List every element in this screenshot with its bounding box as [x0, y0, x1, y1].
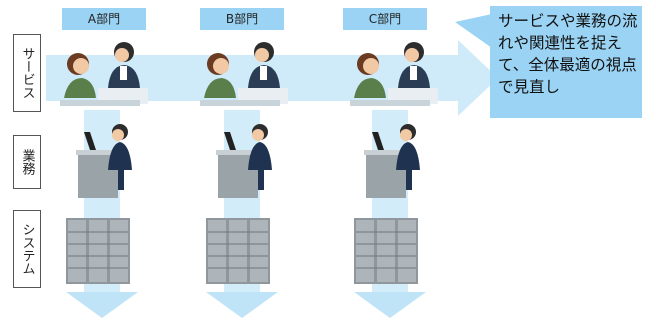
office-worker-c — [364, 124, 420, 198]
office-worker-b — [216, 124, 272, 198]
service-scene-c — [350, 42, 438, 106]
column-arrow-c — [354, 110, 426, 318]
department-label-c: C部門 — [343, 8, 427, 30]
callout-text: サービスや業務の流れや関連性を捉えて、全体最適の視点で見直し — [498, 12, 638, 96]
department-label-a: A部門 — [62, 8, 146, 30]
server-rack-a — [66, 218, 130, 284]
department-label-b: B部門 — [200, 8, 284, 30]
callout-box — [490, 6, 642, 118]
server-rack-b — [206, 218, 270, 284]
server-rack-c — [354, 218, 418, 284]
column-arrow-b — [206, 110, 278, 318]
office-worker-a — [76, 124, 132, 198]
row-label-service: サービス — [13, 34, 41, 112]
column-arrow-a — [66, 110, 138, 318]
row-label-system: システム — [13, 210, 41, 288]
service-scene-a — [60, 42, 148, 106]
service-scene-b — [200, 42, 288, 106]
row-label-business: 業務 — [13, 135, 41, 189]
callout-pointer — [455, 14, 492, 48]
